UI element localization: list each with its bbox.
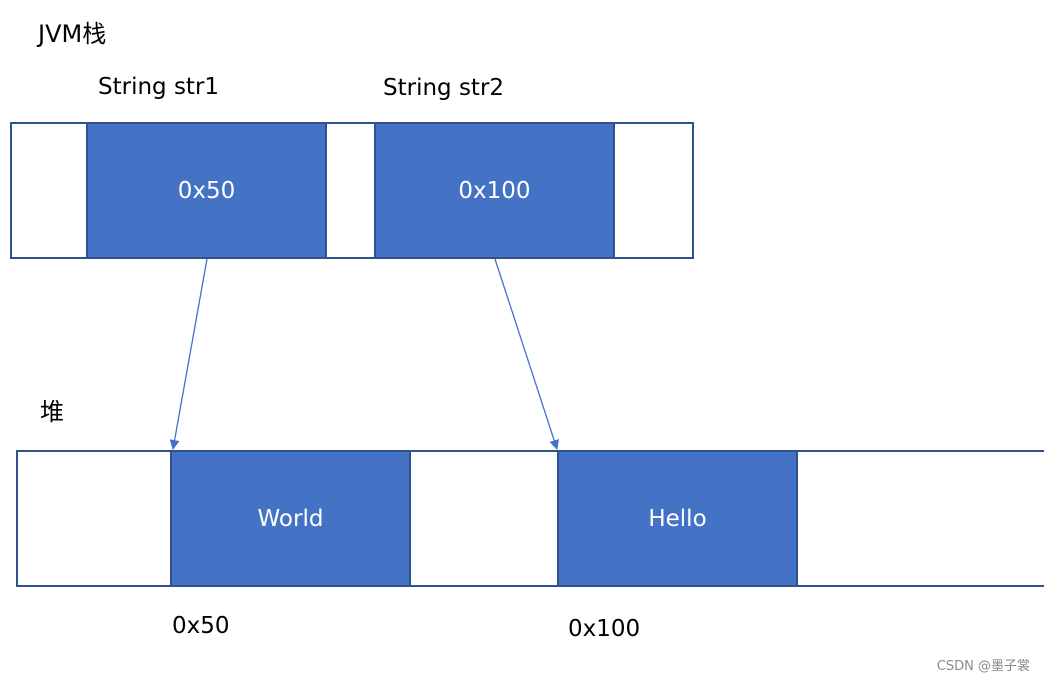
stack-var-name-str2: String str2 xyxy=(383,75,505,101)
stack-cell-str1: 0x50 xyxy=(86,122,327,259)
heap-object-hello-value: Hello xyxy=(648,505,707,532)
stack-var-name-str1: String str1 xyxy=(98,74,220,100)
arrow-str2-to-hello xyxy=(494,258,559,450)
arrow-str1-to-world xyxy=(169,258,208,450)
stack-cell-str2-value: 0x100 xyxy=(458,177,531,204)
heap-address-hello: 0x100 xyxy=(568,616,641,642)
watermark: CSDN @墨子裳 xyxy=(936,659,1030,674)
stack-cell-str1-value: 0x50 xyxy=(177,177,236,204)
heap-address-world: 0x50 xyxy=(172,613,230,639)
heap-object-world: World xyxy=(170,450,411,587)
heap-object-world-value: World xyxy=(257,505,324,532)
heap-title: 堆 xyxy=(40,398,64,426)
stack-cell-str2: 0x100 xyxy=(374,122,615,259)
stack-title: JVM栈 xyxy=(38,20,107,48)
heap-object-hello: Hello xyxy=(557,450,798,587)
